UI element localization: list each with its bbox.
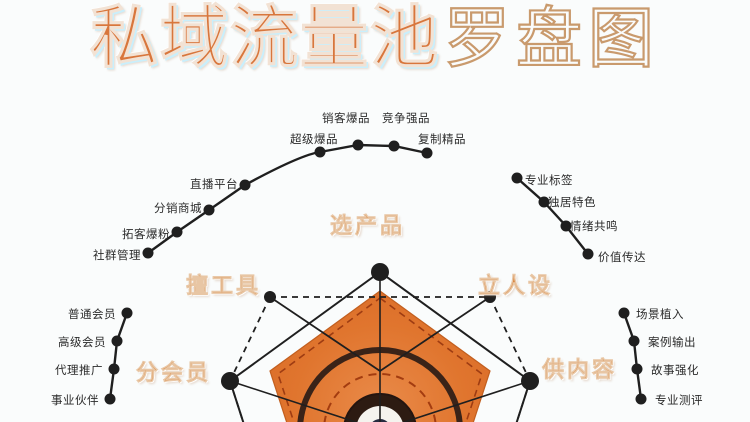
node-label-zhibo-pingtai: 直播平台	[190, 179, 238, 191]
node-label-xiaoke-baopin: 销客爆品	[322, 113, 370, 125]
node-label-daili-tuiguang: 代理推广	[55, 365, 103, 377]
node-dot-daili-tuiguang	[108, 363, 120, 375]
node-dot-qingxu-gongming	[560, 220, 572, 232]
node-dot-jingzheng-qiangpin	[388, 140, 400, 152]
page-title: 私域流量池罗盘图	[0, 1, 750, 75]
node-label-zhuanye-ceping: 专业测评	[655, 395, 703, 407]
node-dot-gushi-qianghua	[631, 363, 643, 375]
branch-select-product	[314, 139, 433, 159]
pillar-label-select-product[interactable]: 选产品	[330, 213, 406, 239]
pillar-label-build-persona[interactable]: 立人设	[478, 273, 554, 299]
node-dot-gaoji-huiyuan	[111, 335, 123, 347]
compass-dashed-pentagon	[277, 297, 483, 422]
node-dot-xiaoke-baopin	[352, 139, 364, 151]
page-title-outline: 罗盘图	[443, 1, 660, 75]
branch-member-tiers	[104, 307, 133, 405]
node-dot-zhuanye-ceping	[635, 393, 647, 405]
node-dot-fuzhi-jingpin	[421, 147, 433, 159]
node-label-tuoke-baofen: 拓客爆粉	[122, 229, 170, 241]
node-label-shiye-huoban: 事业伙伴	[51, 395, 99, 407]
node-label-qingxu-gongming: 情绪共鸣	[570, 221, 618, 233]
node-dot-changjing-zhiru	[618, 307, 630, 319]
node-dot-zhuanye-biaoqian	[511, 172, 523, 184]
inner-vertex-dot-right	[484, 291, 496, 303]
node-label-jingzheng-qiangpin: 竞争强品	[382, 113, 430, 125]
node-label-fenxiao-shangcheng: 分销商城	[154, 203, 202, 215]
node-label-duju-tese: 独居特色	[548, 197, 596, 209]
inner-vertex-dot-left	[264, 291, 276, 303]
node-label-zhuanye-biaoqian: 专业标签	[525, 175, 573, 187]
node-dot-chaoji-baopin	[314, 146, 326, 158]
pillar-label-supply-content[interactable]: 供内容	[542, 357, 618, 383]
branch-master-tools	[142, 150, 322, 259]
pillar-label-master-tools[interactable]: 擅工具	[186, 273, 262, 299]
node-dot-fenxiao-shangcheng	[203, 204, 215, 216]
branch-build-persona	[511, 172, 594, 260]
node-label-putong-huiyuan: 普通会员	[68, 309, 116, 321]
node-label-gaoji-huiyuan: 高级会员	[58, 337, 106, 349]
node-label-chaoji-baopin: 超级爆品	[290, 134, 338, 146]
node-dot-duju-tese	[538, 196, 550, 208]
compass-vertex-dots	[221, 263, 539, 390]
pillar-label-member-tiers[interactable]: 分会员	[136, 360, 212, 386]
node-dot-jiazhi-chuanda	[582, 248, 594, 260]
node-label-fuzhi-jingpin: 复制精品	[418, 134, 466, 146]
compass-inner-links	[269, 296, 491, 372]
node-label-anli-shuchu: 案例输出	[648, 337, 696, 349]
node-dot-shequn-guanli	[142, 247, 154, 259]
node-label-shequn-guanli: 社群管理	[93, 250, 141, 262]
branch-supply-content	[618, 307, 647, 405]
node-dot-zhibo-pingtai	[239, 179, 251, 191]
compass-core	[221, 263, 539, 422]
node-dot-anli-shuchu	[628, 335, 640, 347]
node-label-gushi-qianghua: 故事强化	[651, 365, 699, 377]
node-dot-tuoke-baofen	[171, 226, 183, 238]
vertex-dot-top	[371, 263, 389, 281]
vertex-dot-upper-left	[221, 372, 239, 390]
compass-outer-pentagon	[228, 270, 532, 422]
node-label-jiazhi-chuanda: 价值传达	[598, 252, 646, 264]
node-label-changjing-zhiru: 场景植入	[636, 309, 684, 321]
node-dot-shiye-huoban	[104, 393, 116, 405]
vertex-dot-upper-right	[521, 372, 539, 390]
compass-dashed-web	[229, 296, 531, 422]
node-dot-putong-huiyuan	[121, 307, 133, 319]
page-title-bold: 私域流量池	[89, 0, 440, 76]
